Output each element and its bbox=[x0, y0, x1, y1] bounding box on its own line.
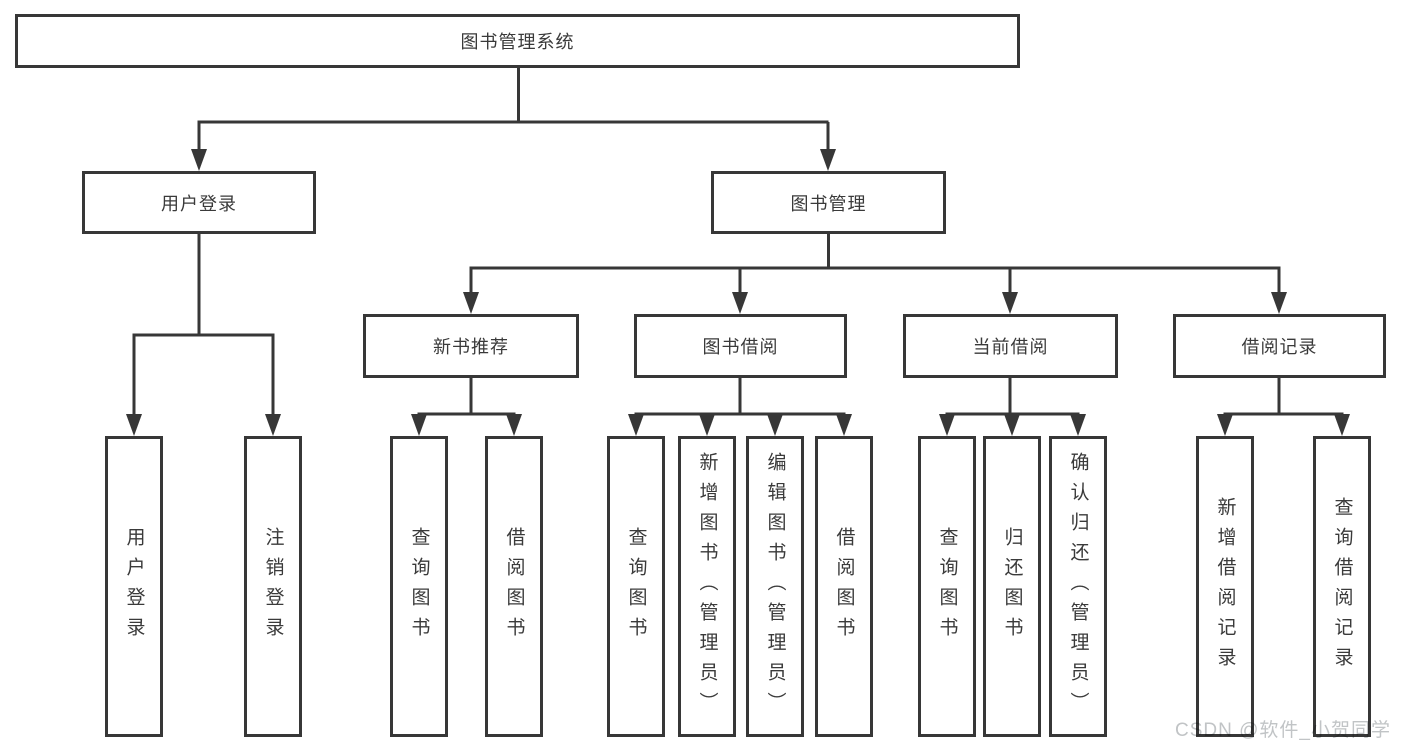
arrowhead bbox=[1217, 414, 1233, 436]
arrowhead bbox=[1004, 414, 1020, 436]
edge-records-to-leaves bbox=[1223, 378, 1344, 420]
leaf-confirm-return-admin: 确认归还（管理员） bbox=[1049, 436, 1107, 737]
node-label: 查询借阅记录 bbox=[1331, 496, 1353, 677]
leaf-edit-books-admin: 编辑图书（管理员） bbox=[746, 436, 804, 737]
leaf-query-borrow-record: 查询借阅记录 bbox=[1313, 436, 1371, 737]
arrowhead bbox=[506, 414, 522, 436]
edge-borrow-to-leaves bbox=[634, 378, 846, 420]
leaf-add-borrow-record: 新增借阅记录 bbox=[1196, 436, 1254, 737]
node-label: 查询图书 bbox=[625, 526, 647, 647]
node-label: 查询图书 bbox=[936, 526, 958, 647]
node-label: 图书管理系统 bbox=[460, 32, 575, 52]
node-label: 查询图书 bbox=[408, 526, 430, 647]
node-book-borrowing: 图书借阅 bbox=[634, 314, 847, 378]
leaf-query-books-borrowing: 查询图书 bbox=[607, 436, 665, 737]
node-label: 当前借阅 bbox=[972, 337, 1049, 357]
node-label: 借阅记录 bbox=[1241, 337, 1318, 357]
node-label: 图书借阅 bbox=[702, 337, 779, 357]
arrowhead bbox=[411, 414, 427, 436]
node-user-login-module: 用户登录 bbox=[82, 171, 316, 234]
arrowhead bbox=[1334, 414, 1350, 436]
edge-current-to-leaves bbox=[945, 378, 1080, 420]
arrowhead bbox=[191, 149, 207, 171]
arrowhead bbox=[767, 414, 783, 436]
node-book-management-module: 图书管理 bbox=[711, 171, 946, 234]
node-label: 注销登录 bbox=[262, 526, 284, 647]
node-label: 用户登录 bbox=[161, 193, 237, 214]
arrowhead bbox=[1002, 292, 1018, 314]
leaf-user-login: 用户登录 bbox=[105, 436, 163, 737]
node-new-book-recommend: 新书推荐 bbox=[363, 314, 579, 378]
leaf-borrow-books: 借阅图书 bbox=[815, 436, 873, 737]
node-label: 归还图书 bbox=[1001, 526, 1023, 647]
arrowhead bbox=[265, 414, 281, 436]
node-label: 确认归还（管理员） bbox=[1067, 451, 1089, 722]
leaf-borrow-books-recommend: 借阅图书 bbox=[485, 436, 543, 737]
leaf-logout: 注销登录 bbox=[244, 436, 302, 737]
arrowhead bbox=[939, 414, 955, 436]
arrowhead bbox=[126, 414, 142, 436]
arrowhead bbox=[732, 292, 748, 314]
edge-userlogin-to-leaves bbox=[132, 234, 275, 418]
node-current-borrowing: 当前借阅 bbox=[903, 314, 1118, 378]
node-label: 借阅图书 bbox=[833, 526, 855, 647]
node-library-management-system: 图书管理系统 bbox=[15, 14, 1020, 68]
leaf-add-books-admin: 新增图书（管理员） bbox=[678, 436, 736, 737]
node-label: 借阅图书 bbox=[503, 526, 525, 647]
arrowhead bbox=[699, 414, 715, 436]
node-borrowing-records: 借阅记录 bbox=[1173, 314, 1386, 378]
edge-root-to-level2 bbox=[197, 68, 830, 152]
leaf-query-books-recommend: 查询图书 bbox=[390, 436, 448, 737]
arrowhead bbox=[1271, 292, 1287, 314]
node-label: 用户登录 bbox=[123, 526, 145, 647]
edge-bookmgmt-to-level3 bbox=[469, 234, 1281, 296]
arrowhead bbox=[1070, 414, 1086, 436]
arrowhead bbox=[628, 414, 644, 436]
arrowhead bbox=[463, 292, 479, 314]
node-label: 图书管理 bbox=[790, 193, 867, 214]
arrowhead bbox=[820, 149, 836, 171]
arrowhead bbox=[836, 414, 852, 436]
node-label: 新增图书（管理员） bbox=[696, 451, 718, 722]
node-label: 新书推荐 bbox=[433, 337, 509, 357]
edge-newbook-to-leaves bbox=[417, 378, 516, 420]
leaf-query-books-current: 查询图书 bbox=[918, 436, 976, 737]
node-label: 新增借阅记录 bbox=[1214, 496, 1236, 677]
node-label: 编辑图书（管理员） bbox=[764, 451, 786, 722]
leaf-return-books: 归还图书 bbox=[983, 436, 1041, 737]
